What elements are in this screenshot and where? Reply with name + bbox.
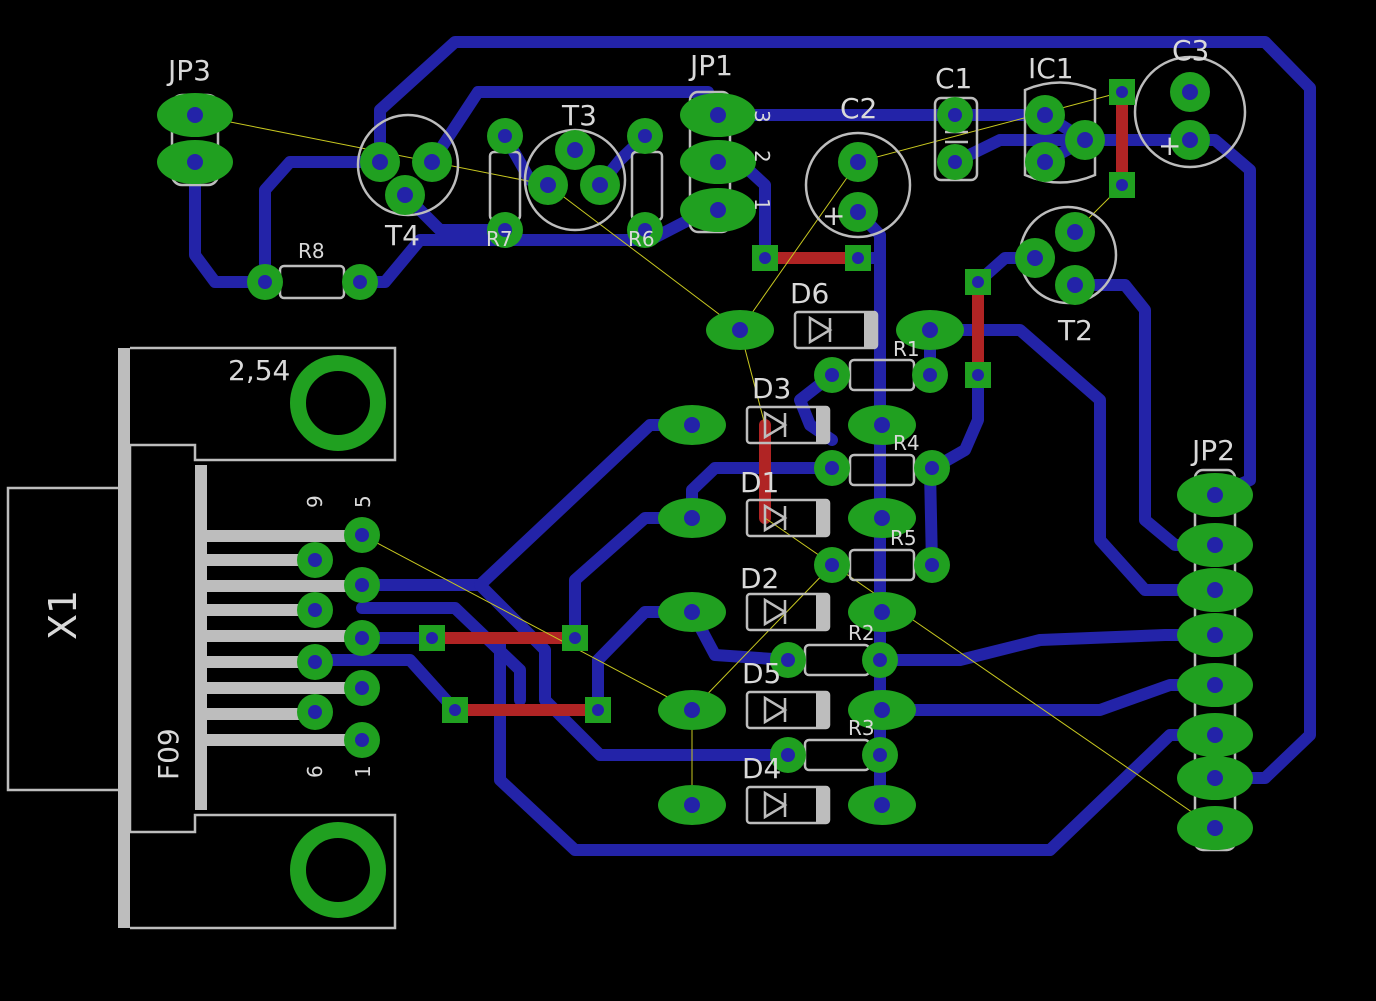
label-c2: C2 bbox=[840, 92, 877, 125]
label-r8: R8 bbox=[298, 239, 325, 263]
label-jp1-pin1: 1 bbox=[750, 198, 774, 211]
silkscreen bbox=[6, 55, 1247, 930]
label-r3: R3 bbox=[848, 716, 875, 740]
label-r5: R5 bbox=[890, 526, 917, 550]
label-pin1: 1 bbox=[351, 765, 375, 778]
label-r7: R7 bbox=[486, 227, 513, 251]
top-copper-traces bbox=[426, 86, 1128, 716]
label-jp1: JP1 bbox=[688, 49, 733, 82]
component-labels: JP3 JP1 JP2 T3 T4 T2 C1 C2 C3 IC1 R1 R2 … bbox=[41, 34, 1235, 785]
label-d3: D3 bbox=[752, 372, 791, 405]
label-r6: R6 bbox=[628, 227, 655, 251]
r4-body bbox=[848, 453, 916, 487]
r8-body bbox=[278, 264, 346, 300]
label-jp2: JP2 bbox=[1190, 434, 1235, 467]
label-pitch: 2,54 bbox=[228, 354, 290, 387]
label-c3: C3 bbox=[1172, 34, 1209, 67]
label-t4: T4 bbox=[384, 219, 420, 252]
label-r4: R4 bbox=[893, 431, 920, 455]
diode-bodies bbox=[745, 310, 879, 825]
label-jp1-pin3: 3 bbox=[750, 110, 774, 123]
t4-outline bbox=[356, 113, 460, 217]
c3-outline bbox=[1133, 55, 1247, 169]
label-jp3: JP3 bbox=[166, 54, 211, 87]
c2-outline bbox=[804, 131, 912, 239]
label-t2: T2 bbox=[1057, 314, 1093, 347]
label-d5: D5 bbox=[742, 657, 781, 690]
connector-fingers bbox=[207, 530, 362, 746]
label-pin5: 5 bbox=[351, 495, 375, 508]
label-x1: X1 bbox=[41, 590, 85, 640]
label-d6: D6 bbox=[790, 277, 829, 310]
r3-body bbox=[803, 738, 871, 772]
drill-holes bbox=[187, 84, 1223, 900]
label-f09: F09 bbox=[152, 728, 185, 780]
label-jp1-pin2: 2 bbox=[750, 150, 774, 163]
label-r2: R2 bbox=[848, 621, 875, 645]
label-d2: D2 bbox=[740, 562, 779, 595]
pads bbox=[157, 72, 1253, 918]
label-d4: D4 bbox=[742, 752, 781, 785]
label-c3-plus: + bbox=[1158, 129, 1181, 162]
r6-body bbox=[630, 150, 664, 222]
r2-body bbox=[803, 643, 871, 677]
label-d1: D1 bbox=[740, 466, 779, 499]
label-c1: C1 bbox=[935, 62, 972, 95]
label-t3: T3 bbox=[561, 99, 597, 132]
label-ic1: IC1 bbox=[1028, 52, 1074, 85]
label-pin9: 9 bbox=[303, 495, 327, 508]
label-c2-plus: + bbox=[822, 199, 845, 232]
label-pin6: 6 bbox=[303, 765, 327, 778]
label-r1: R1 bbox=[893, 337, 920, 361]
